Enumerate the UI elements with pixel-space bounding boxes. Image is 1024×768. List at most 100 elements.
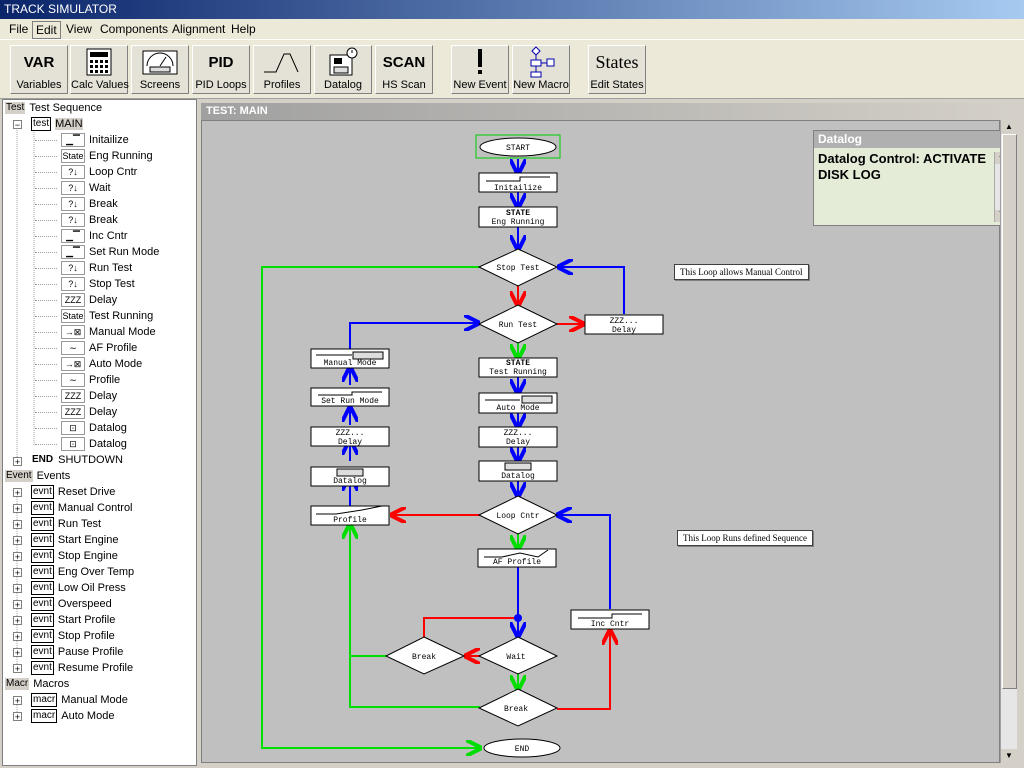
menu-alignment[interactable]: Alignment <box>172 22 226 36</box>
scroll-thumb[interactable] <box>1002 134 1017 689</box>
menu-view[interactable]: View <box>66 22 92 36</box>
new-macro-button[interactable]: New Macro <box>512 45 570 94</box>
tree-step-item[interactable]: ?↓Run Test <box>35 260 132 276</box>
event-expand-toggle[interactable]: + <box>13 648 22 658</box>
event-expand-toggle[interactable]: + <box>13 664 22 674</box>
flowchart-canvas[interactable]: START Initailize STATE Eng Running Stop … <box>201 120 1000 763</box>
tree-step-item[interactable]: ⊡Datalog <box>35 420 127 436</box>
datalog-text: Datalog <box>501 472 535 481</box>
collapse-main-toggle[interactable]: − <box>13 120 22 130</box>
tree-step-item[interactable]: →⊠Manual Mode <box>35 324 156 340</box>
tree-step-item[interactable]: ?↓Wait <box>35 180 111 196</box>
tree-step-item[interactable]: ▁▔Initailize <box>35 132 129 148</box>
window-title: TRACK SIMULATOR <box>0 0 1024 19</box>
edit-states-button[interactable]: States Edit States <box>588 45 646 94</box>
calc-values-button[interactable]: Calc Values <box>70 45 129 94</box>
canvas-scrollbar[interactable]: ▲ ▼ <box>1000 120 1017 763</box>
tree-connector <box>35 444 57 445</box>
start-node <box>479 137 557 157</box>
event-expand-toggle[interactable]: + <box>13 552 22 562</box>
datalog-popup[interactable]: Datalog Datalog Control: ACTIVATE DISK L… <box>813 130 1011 226</box>
tree-connector <box>35 268 57 269</box>
calculator-icon <box>71 46 127 78</box>
tree-step-item[interactable]: ⊡Datalog <box>35 436 127 452</box>
stop-test-text: Stop Test <box>496 264 539 273</box>
pid-loops-button[interactable]: PID PID Loops <box>192 45 250 94</box>
tree-step-item[interactable]: ▁▔Set Run Mode <box>35 244 159 260</box>
macro-expand-toggle[interactable]: + <box>13 712 22 722</box>
tree-connector <box>35 412 57 413</box>
start-selection <box>475 134 561 159</box>
tree-step-item[interactable]: ?↓Loop Cntr <box>35 164 138 180</box>
connector <box>350 525 386 657</box>
step-type-icon: ⊡ <box>61 421 85 436</box>
tree-step-label: Stop Test <box>89 278 135 290</box>
event-expand-toggle[interactable]: + <box>13 568 22 578</box>
tree-step-label: Loop Cntr <box>89 166 138 178</box>
screens-button[interactable]: Screens <box>131 45 189 94</box>
event-expand-toggle[interactable]: + <box>13 616 22 626</box>
menu-edit[interactable]: Edit <box>32 21 61 39</box>
menu-components[interactable]: Components <box>100 22 169 36</box>
tree-step-item[interactable]: ?↓Break <box>35 196 118 212</box>
tree-step-item[interactable]: ?↓Stop Test <box>35 276 135 292</box>
event-expand-toggle[interactable]: + <box>13 600 22 610</box>
tree-connector <box>35 396 57 397</box>
tree-step-item[interactable]: ∼Profile <box>35 372 120 388</box>
menu-help[interactable]: Help <box>231 22 256 36</box>
hs-scan-button[interactable]: SCAN HS Scan <box>375 45 433 94</box>
macro-expand-toggle[interactable]: + <box>13 696 22 706</box>
step-type-icon: ?↓ <box>61 213 85 228</box>
menu-file[interactable]: File <box>9 22 29 36</box>
event-expand-toggle[interactable]: + <box>13 584 22 594</box>
tree-step-item[interactable]: ▁▔Inc Cntr <box>35 228 128 244</box>
tree-step-item[interactable]: ?↓Break <box>35 212 118 228</box>
macro-label: Manual Mode <box>61 694 128 706</box>
event-label: Reset Drive <box>57 486 116 498</box>
tree-step-item[interactable]: ∼AF Profile <box>35 340 137 356</box>
inc-cntr-glyph <box>578 613 642 619</box>
loop-cntr-node <box>477 495 559 535</box>
event-expand-toggle[interactable]: + <box>13 632 22 642</box>
tree-step-item[interactable]: →⊠Auto Mode <box>35 356 142 372</box>
event-expand-toggle[interactable]: + <box>13 504 22 514</box>
datalog-button[interactable]: Datalog <box>314 45 372 94</box>
delay-top-node <box>584 314 664 335</box>
expand-end-toggle[interactable]: + <box>13 457 22 467</box>
scroll-down-icon[interactable]: ▼ <box>1001 749 1017 763</box>
variables-button[interactable]: VAR Variables <box>10 45 68 94</box>
edit-states-label: Edit States <box>590 79 644 91</box>
event-expand-toggle[interactable]: + <box>13 520 22 530</box>
break2-node <box>477 688 559 727</box>
profiles-button[interactable]: Profiles <box>253 45 311 94</box>
event-expand-toggle[interactable]: + <box>13 488 22 498</box>
scroll-up-icon[interactable]: ▲ <box>1001 120 1017 134</box>
event-expand-toggle[interactable]: + <box>13 536 22 546</box>
new-event-button[interactable]: New Event <box>451 45 509 94</box>
